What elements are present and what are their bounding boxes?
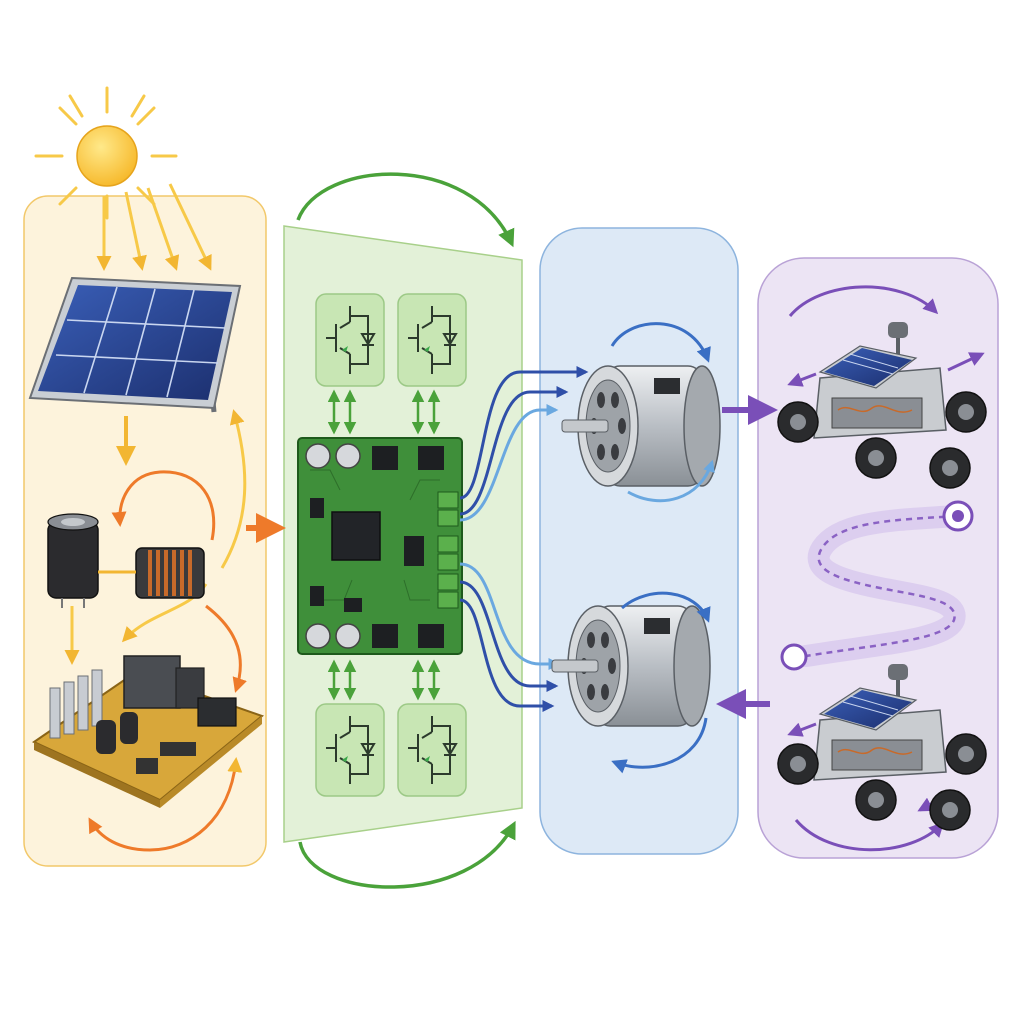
- path-start-icon: [782, 645, 806, 669]
- motor-stage: [540, 228, 738, 854]
- igbt-switch-icon: [316, 704, 384, 796]
- igbt-switch-icon: [398, 704, 466, 796]
- inductor-icon: [136, 548, 204, 598]
- motor-driver-pcb-icon: [298, 438, 462, 654]
- igbt-switch-icon: [316, 294, 384, 386]
- capacitor-icon: [48, 514, 98, 608]
- igbt-switch-icon: [398, 294, 466, 386]
- path-end-icon: [944, 502, 972, 530]
